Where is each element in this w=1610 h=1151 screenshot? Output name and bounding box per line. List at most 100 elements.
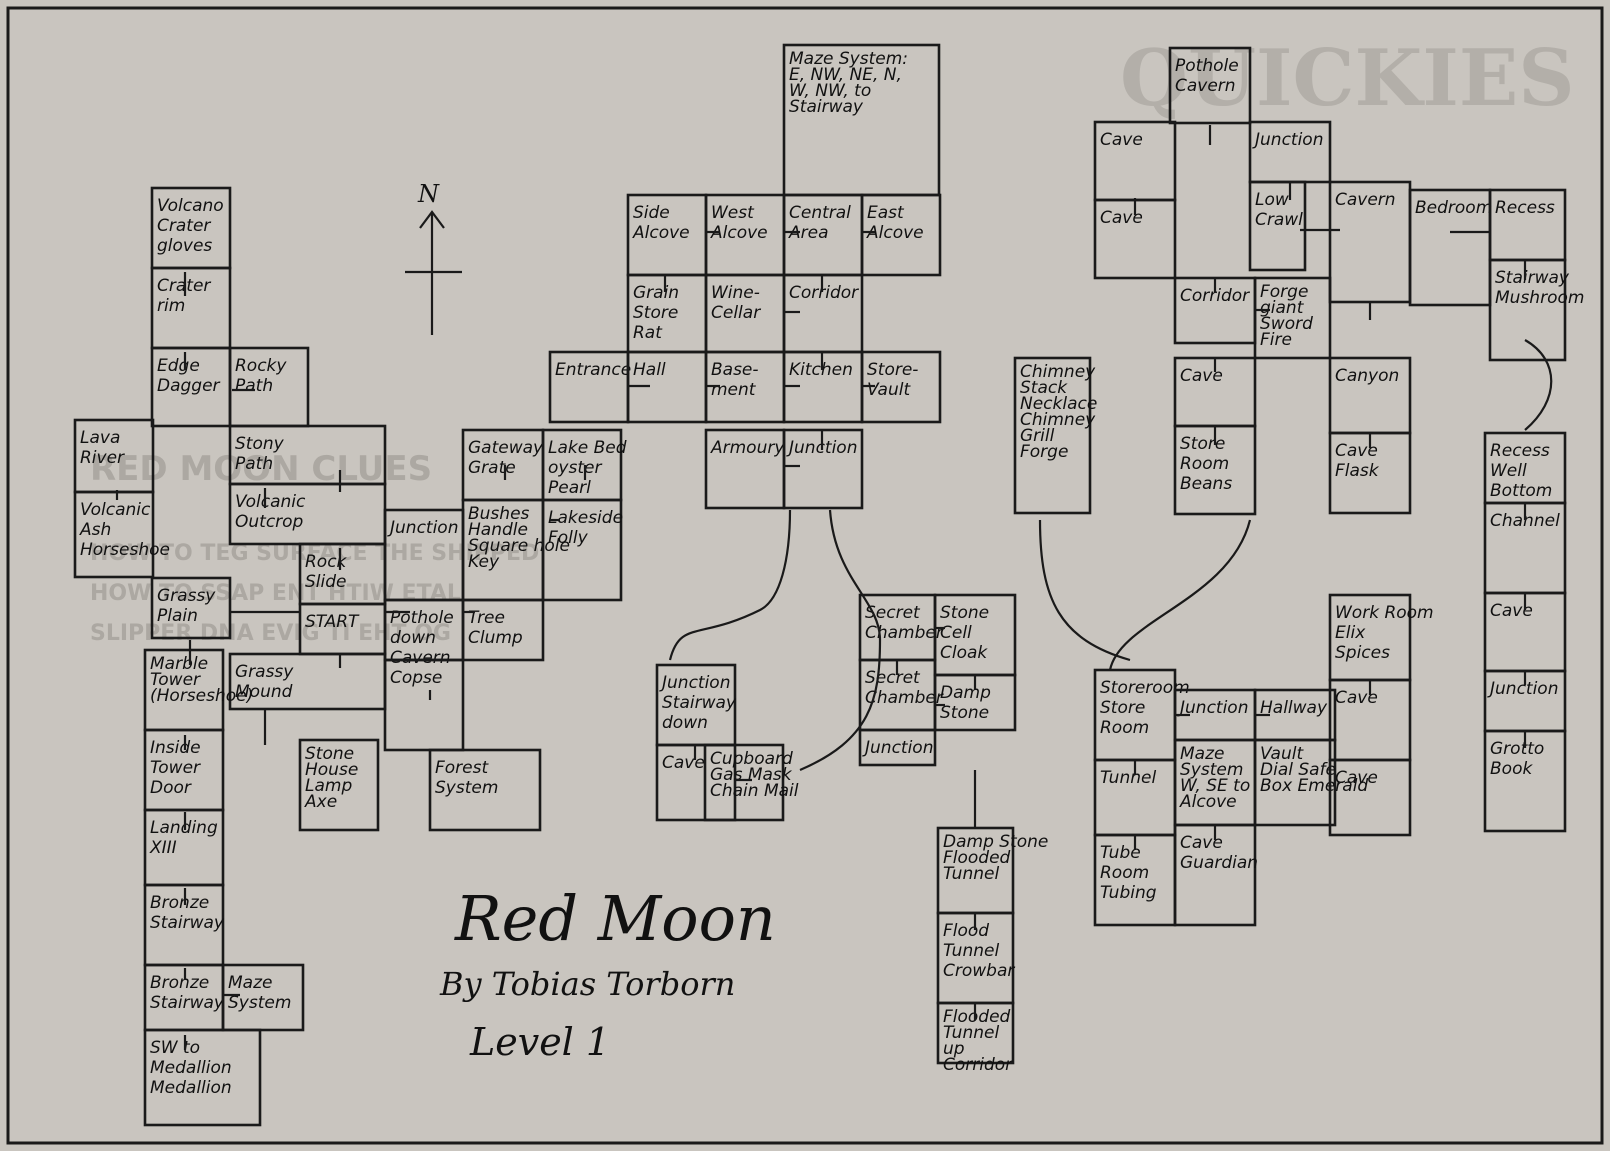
room-junction-6: Junction [858, 728, 937, 767]
compass: N [405, 180, 462, 335]
room-label-line: Hallway [1260, 698, 1328, 718]
room-label-line: Stairway [662, 693, 737, 713]
room-label-line: down [390, 628, 436, 648]
room-label-line: Flask [1335, 461, 1380, 481]
links-layer [115, 125, 1553, 1050]
room-label-line: Rocky [235, 356, 287, 376]
room-label-line: Copse [390, 668, 442, 688]
room-label-line: System [228, 993, 291, 1013]
room-label-line: up [943, 1039, 965, 1059]
room-label-line: Horseshoe [80, 540, 170, 560]
room-label-line: Lakeside [548, 508, 623, 528]
map-title: Red Moon By Tobias Torborn Level 1 [439, 882, 776, 1064]
room-label-line: Alcove [1179, 792, 1237, 812]
room-label-line: Bushes [468, 504, 530, 524]
room-cave-7: Cave [1328, 758, 1412, 837]
room-box [858, 728, 937, 767]
room-label-line: Plain [157, 606, 198, 626]
room-label-line: Maze [1180, 744, 1224, 764]
room-label-line: Canyon [1335, 366, 1399, 386]
room-box [383, 658, 465, 752]
room-label-line: Volcanic [235, 492, 306, 512]
room-label-line: Cavern [1175, 76, 1236, 96]
room-label-line: Volcano [157, 196, 224, 216]
room-label-line: Outcrop [235, 512, 304, 532]
room-label-line: Bottom [1490, 481, 1552, 501]
room-label-line: Tubing [1100, 883, 1157, 903]
room-label-line: Bedroom [1415, 198, 1492, 218]
room-label-line: Necklace [1020, 394, 1097, 414]
room-label-line: Maze System: [789, 49, 908, 69]
room-label-line: Clump [468, 628, 523, 648]
room-label-line: rim [157, 296, 185, 316]
room-label-line: Cupboard [710, 749, 793, 769]
room-label-line: Volcanic [80, 500, 151, 520]
curved-connection [1108, 519, 1252, 671]
room-label-line: Vault [867, 380, 911, 400]
room-label-line: XIII [149, 838, 177, 858]
room-label-line: Area [788, 223, 829, 243]
room-label-line: Medallion [150, 1078, 232, 1098]
room-label-line: East [867, 203, 905, 223]
room-label-line: Junction [387, 518, 458, 538]
room-label-line: Guardian [1180, 853, 1258, 873]
room-label-line: Recess [1495, 198, 1555, 218]
room-label-line: Tunnel [943, 1023, 999, 1043]
room-label-line: Bronze [150, 893, 209, 913]
room-recess-1: Recess [1488, 188, 1567, 262]
room-label-line: Tower [150, 758, 201, 778]
room-label-line: Hall [633, 360, 666, 380]
map-title-text: Red Moon [454, 882, 776, 955]
room-label-line: Grain [633, 283, 679, 303]
room-label-line: Lake Bed [548, 438, 627, 458]
room-label-line: Stairway [789, 97, 864, 117]
room-label-line: Room [1100, 718, 1149, 738]
room-label-line: Base- [711, 360, 759, 380]
room-label-line: down [662, 713, 708, 733]
room-label-line: Chimney [1020, 362, 1096, 382]
room-label-line: Corridor [789, 283, 859, 303]
room-label-line: Store- [867, 360, 918, 380]
room-label-line: Damp [940, 683, 991, 703]
room-label-line: Alcove [866, 223, 924, 243]
room-label-line: Slide [305, 572, 347, 592]
room-label-line: Corridor [943, 1055, 1013, 1075]
room-label-line: Forge [1020, 442, 1068, 462]
room-label-line: giant [1260, 298, 1305, 318]
room-maze-note: Maze System:E, NW, NE, N,W, NW, toStairw… [782, 43, 941, 197]
room-label-line: Stack [1020, 378, 1068, 398]
room-label-line: Grotto [1490, 739, 1544, 759]
room-bedroom: Bedroom [1408, 188, 1492, 307]
room-label-line: Pearl [548, 478, 591, 498]
map-frame [6, 6, 1604, 1145]
room-label-line: Flooded [943, 1007, 1011, 1027]
room-label-line: Crowbar [943, 961, 1015, 981]
room-label-line: Key [468, 552, 500, 572]
curved-connection [1038, 519, 1131, 662]
room-label-line: Stone [940, 603, 989, 623]
room-label-line: Low [1255, 190, 1289, 210]
room-label-line: Chimney [1020, 410, 1096, 430]
room-label-line: Stairway [150, 913, 225, 933]
room-label-line: Elix [1335, 623, 1366, 643]
room-label-line: Sword [1260, 314, 1313, 334]
room-junction-1: Junction [383, 508, 465, 602]
room-box [1253, 276, 1332, 360]
room-box [1328, 758, 1412, 837]
